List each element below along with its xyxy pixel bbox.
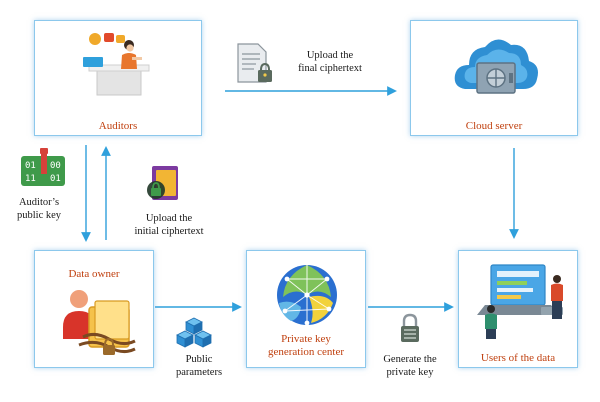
public-parameters-label: Public parameters (175, 354, 223, 378)
upload-initial-label: Upload the initial ciphertext (134, 213, 204, 237)
svg-text:01: 01 (25, 161, 36, 171)
binary-key-icon: 01 00 11 01 (21, 148, 65, 186)
cloud-server-label: Cloud server (465, 120, 523, 132)
network-globe-icon (277, 265, 337, 326)
generate-private-key-label: Generate the private key (383, 354, 437, 378)
pkgc-label: Private key generation center (267, 333, 345, 358)
owner-with-locked-files-icon (63, 290, 136, 355)
pkgc-node: Private key generation center (246, 250, 366, 368)
users-at-laptop-icon (477, 264, 563, 339)
svg-text:11: 11 (25, 174, 36, 184)
cloud-server-node: Cloud server (410, 20, 578, 136)
locked-document-icon (237, 43, 272, 83)
auditor-public-key-label: Auditor’s public key (16, 197, 62, 221)
cubes-icon (176, 317, 212, 348)
users-node: Users of the data (458, 250, 578, 368)
data-owner-label: Data owner (68, 268, 120, 280)
locked-folder-icon (147, 166, 178, 200)
cloud-vault-icon (454, 39, 538, 94)
svg-text:00: 00 (50, 161, 61, 171)
users-label: Users of the data (480, 352, 556, 364)
data-owner-node: Data owner (34, 250, 154, 368)
auditor-at-desk-icon (83, 33, 150, 96)
auditors-node: Auditors (34, 20, 202, 136)
padlock-icon (401, 313, 419, 342)
svg-text:01: 01 (50, 174, 61, 184)
upload-final-label: Upload the final ciphertext (298, 50, 362, 74)
auditors-label: Auditors (98, 120, 138, 132)
